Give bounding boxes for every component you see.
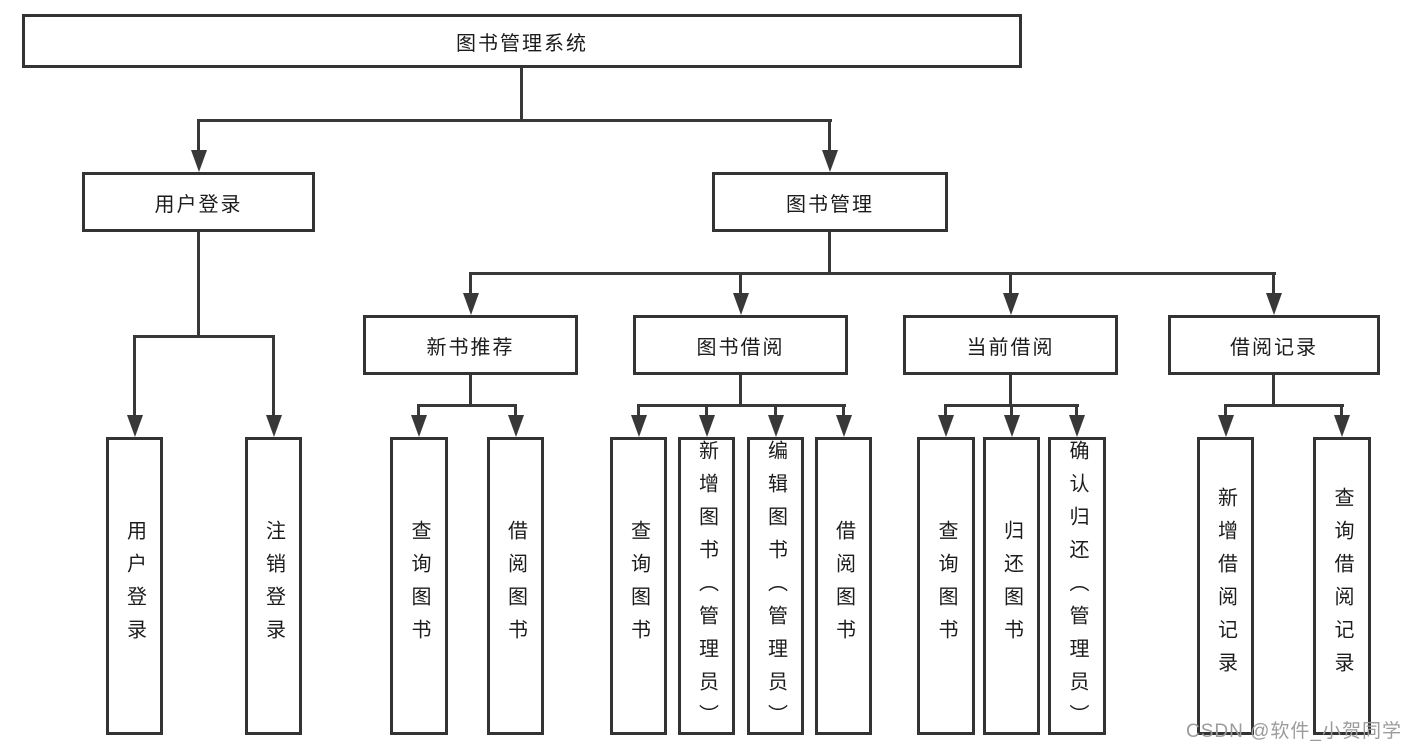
node-leaf-bb-query: 查询图书 [610,437,667,735]
connector-line [637,404,640,417]
connector-line [514,404,517,417]
node-leaf-logout: 注销登录 [245,437,302,735]
node-leaf-user-login-label: 用户登录 [123,520,146,652]
node-book-borrow-label: 图书借阅 [696,336,785,359]
arrowhead-down-icon [1217,415,1234,437]
arrowhead-down-icon [938,415,954,437]
arrowhead-down-icon [462,293,479,315]
connector-line [417,404,420,417]
arrowhead-down-icon [411,415,427,437]
arrowhead-down-icon [265,415,282,437]
connector-line [774,404,777,417]
connector-line [469,272,472,295]
connector-line [1272,375,1275,407]
arrowhead-down-icon [1266,293,1282,315]
arrowhead-down-icon [1002,293,1019,315]
node-new-book-rec-label: 新书推荐 [426,336,515,359]
node-current-borrow-label: 当前借阅 [966,336,1055,359]
arrowhead-down-icon [126,415,143,437]
connector-line [944,404,947,417]
connector-line [739,272,742,295]
node-user-login: 用户登录 [82,172,315,232]
node-leaf-cb-query: 查询图书 [917,437,975,735]
node-borrow-records: 借阅记录 [1168,315,1380,375]
connector-line [1272,272,1275,295]
connector-line [469,375,472,407]
node-root-label: 图书管理系统 [456,32,588,55]
connector-line [197,119,200,152]
connector-line [197,232,200,338]
connector-line [1010,404,1013,417]
arrowhead-down-icon [732,293,749,315]
node-user-login-label: 用户登录 [154,193,243,216]
node-new-book-rec: 新书推荐 [363,315,578,375]
arrowhead-down-icon [190,150,207,172]
node-leaf-bb-borrow-label: 借阅图书 [832,520,855,652]
arrowhead-down-icon [835,415,852,437]
node-leaf-bb-borrow: 借阅图书 [815,437,872,735]
connector-line [1009,272,1012,295]
node-book-borrow: 图书借阅 [633,315,848,375]
watermark: CSDN @软件_小贺同学 [1186,721,1402,742]
node-leaf-nbr-borrow-label: 借阅图书 [504,520,527,652]
connector-line [133,335,275,338]
node-root: 图书管理系统 [22,14,1022,68]
connector-line [272,335,275,417]
connector-line [637,404,846,407]
arrowhead-down-icon [698,415,715,437]
node-leaf-br-add: 新增借阅记录 [1197,437,1254,735]
connector-line [828,119,831,152]
connector-line [1009,375,1012,407]
node-leaf-logout-label: 注销登录 [262,520,285,652]
node-leaf-bb-add: 新增图书（管理员） [678,437,735,737]
node-leaf-br-query: 查询借阅记录 [1313,437,1371,735]
arrowhead-down-icon [630,415,647,437]
node-leaf-cb-return-label: 归还图书 [1000,520,1023,652]
connector-line [197,119,832,122]
node-leaf-nbr-query: 查询图书 [390,437,448,735]
connector-line [842,404,845,417]
arrowhead-down-icon [1003,415,1020,437]
arrowhead-down-icon [507,415,524,437]
node-book-mgmt-label: 图书管理 [786,193,874,216]
node-leaf-bb-query-label: 查询图书 [627,520,650,652]
connector-line [520,68,523,122]
node-leaf-cb-query-label: 查询图书 [935,520,957,652]
node-leaf-bb-add-label: 新增图书（管理员） [695,440,718,737]
connector-line [1224,404,1344,407]
connector-line [1340,404,1343,417]
node-leaf-cb-confirm-label: 确认归还（管理员） [1066,440,1088,737]
connector-line [1224,404,1227,417]
connector-line [1075,404,1078,417]
node-leaf-user-login: 用户登录 [106,437,163,735]
connector-line [469,272,1276,275]
node-leaf-br-query-label: 查询借阅记录 [1331,487,1353,685]
connector-line [417,404,517,407]
connector-line [133,335,136,417]
node-borrow-records-label: 借阅记录 [1230,336,1318,359]
arrowhead-down-icon [1069,415,1085,437]
node-leaf-nbr-borrow: 借阅图书 [487,437,544,735]
connector-line [705,404,708,417]
connector-line [828,232,831,275]
arrowhead-down-icon [822,150,838,172]
node-leaf-cb-return: 归还图书 [983,437,1040,735]
node-leaf-bb-edit: 编辑图书（管理员） [747,437,804,737]
node-leaf-cb-confirm: 确认归还（管理员） [1048,437,1106,737]
arrowhead-down-icon [767,415,784,437]
arrowhead-down-icon [1334,415,1350,437]
node-book-mgmt: 图书管理 [712,172,948,232]
connector-line [739,375,742,407]
node-leaf-nbr-query-label: 查询图书 [408,520,430,652]
node-current-borrow: 当前借阅 [903,315,1118,375]
node-leaf-br-add-label: 新增借阅记录 [1214,487,1237,685]
node-leaf-bb-edit-label: 编辑图书（管理员） [764,440,787,737]
